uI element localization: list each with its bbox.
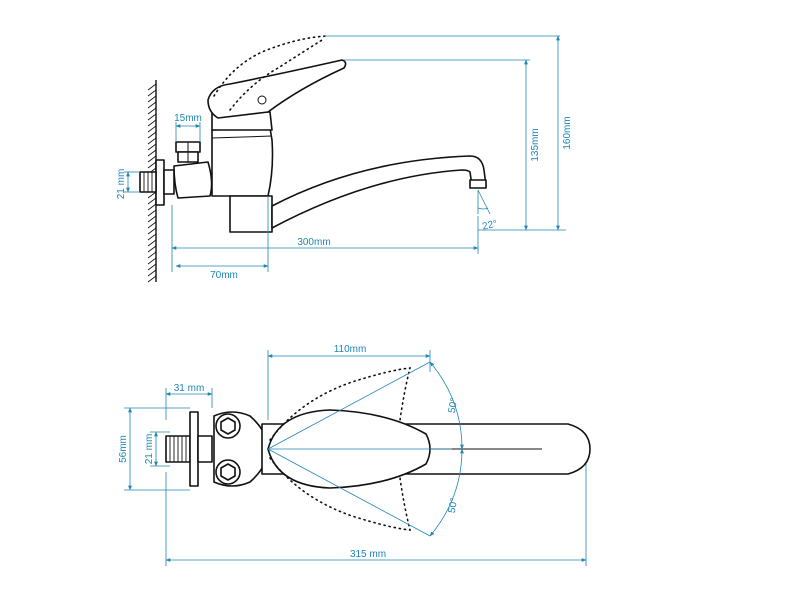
top-view: 315 mm 110mm 31 mm 56mm 21 m <box>118 344 591 566</box>
dim-mount-height: 56mm <box>118 407 190 491</box>
eccentric-union <box>173 161 213 199</box>
dim-eccentric-depth-label: 31 mm <box>174 383 205 394</box>
lever-raised-position <box>213 35 327 111</box>
wall-hatch-line <box>147 119 157 127</box>
wall-hatch-line <box>147 197 157 205</box>
top-nut <box>175 141 201 163</box>
dim-mount-height-label: 56mm <box>118 435 129 463</box>
wall-hatch-line <box>147 215 157 223</box>
top-mount-bar <box>213 411 269 487</box>
top-swivel-angle-lines: 50° 50° <box>267 361 464 537</box>
dim-top-pipe: 21 mm <box>144 431 170 467</box>
lever-handle <box>207 59 347 119</box>
wall-hatch-line <box>147 137 157 145</box>
dim-spout-reach-label: 300mm <box>297 237 330 248</box>
swivel-angle-bottom-label: 50° <box>447 497 460 514</box>
wall-hatch-line <box>147 155 157 163</box>
mixer-body <box>211 127 274 197</box>
wall-hatch-line <box>147 209 157 217</box>
dim-height-outer-label: 160mm <box>562 116 573 149</box>
wall-hatch-line <box>147 263 157 271</box>
wall-hatch-line <box>147 239 157 247</box>
outlet-angle-label: 22° <box>481 219 498 233</box>
threaded-connector <box>139 169 175 195</box>
dim-eccentric-depth: 31 mm <box>165 383 213 420</box>
dim-height-inner: 135mm <box>344 59 541 231</box>
wall-hatch-line <box>147 89 157 97</box>
wall-hatch-line <box>147 113 157 121</box>
wall-hatch-line <box>147 125 157 133</box>
dim-overall-length-label: 315 mm <box>350 549 386 560</box>
wall-hatch-line <box>147 227 157 235</box>
wall-hatch-line <box>147 269 157 277</box>
wall-hatch-line <box>147 131 157 139</box>
wall-hatch-line <box>147 275 157 283</box>
dim-overall-length: 315 mm <box>165 460 587 566</box>
dim-body-offset: 70mm <box>175 196 269 281</box>
top-lever-swivel-lower <box>269 457 412 531</box>
wall-flange <box>155 159 165 206</box>
spout <box>229 155 487 233</box>
dim-handle-length: 110mm <box>267 344 431 420</box>
wall-hatch-line <box>147 233 157 241</box>
side-view: 160mm 135mm 15mm 21 mm 300mm <box>116 35 573 283</box>
wall-hatch-line <box>147 107 157 115</box>
dim-spout-reach: 300mm <box>171 205 479 272</box>
wall-hatch-line <box>147 203 157 211</box>
dim-nut-width-label: 15mm <box>174 113 202 124</box>
top-wall-flange <box>189 411 213 487</box>
wall-hatch-line <box>147 149 157 157</box>
wall-hatch-line <box>147 245 157 253</box>
swivel-angle-top-label: 50° <box>447 397 460 414</box>
dim-height-outer: 160mm <box>326 35 573 231</box>
dim-side-pipe-label: 21 mm <box>116 169 127 200</box>
wall-hatch-line <box>147 251 157 259</box>
wall-hatch-line <box>147 221 157 229</box>
wall-hatch-line <box>147 257 157 265</box>
dim-top-pipe-label: 21 mm <box>144 434 155 465</box>
top-threaded-pipe <box>165 435 191 463</box>
wall-hatch-line <box>147 143 157 151</box>
dim-side-pipe: 21 mm <box>116 169 140 200</box>
top-lever-swivel-upper <box>269 367 412 441</box>
dim-nut-width: 15mm <box>174 113 202 142</box>
dim-handle-length-label: 110mm <box>334 344 367 355</box>
wall-hatch-line <box>147 161 157 169</box>
dim-body-offset-label: 70mm <box>210 270 238 281</box>
wall-hatch-line <box>147 191 157 199</box>
wall-hatch-line <box>147 101 157 109</box>
dim-height-inner-label: 135mm <box>530 128 541 161</box>
wall-hatch-line <box>147 95 157 103</box>
outlet-angle-lines <box>477 189 491 215</box>
wall-hatch-line <box>147 83 157 91</box>
